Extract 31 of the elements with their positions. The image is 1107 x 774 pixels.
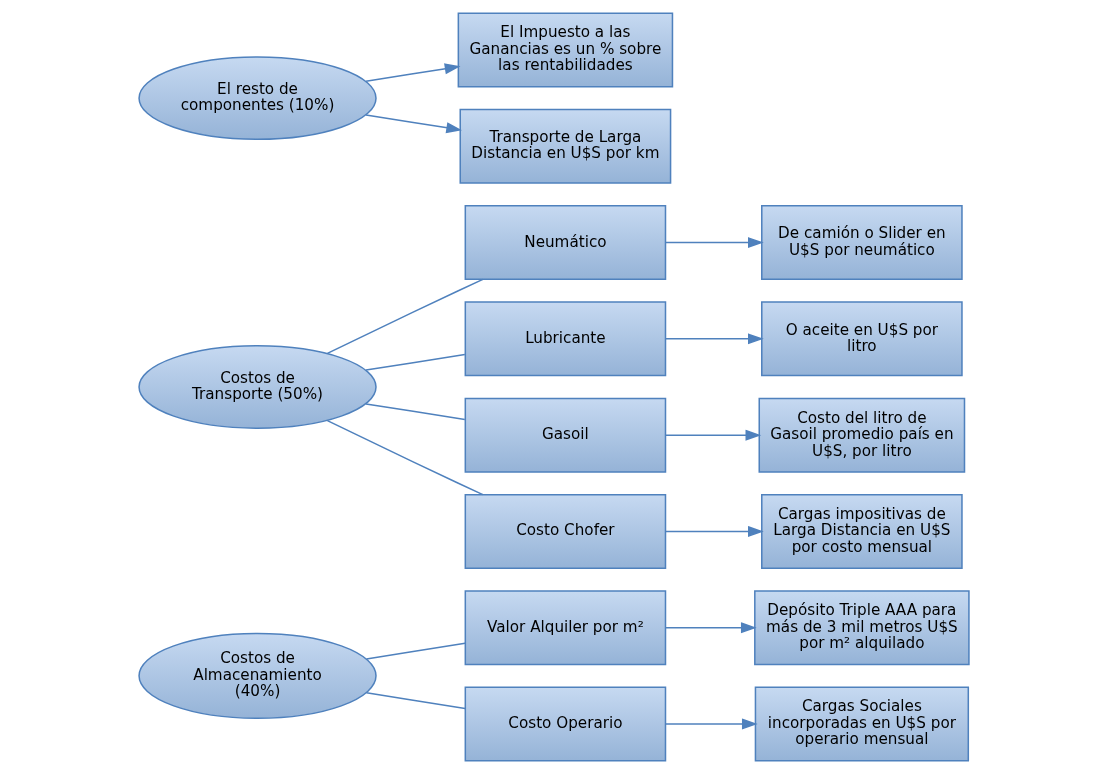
node-box: Neumático xyxy=(464,205,666,281)
node-box: Costo Chofer xyxy=(464,493,666,569)
node-box: Gasoil xyxy=(464,397,666,473)
arrow xyxy=(664,333,764,345)
connector xyxy=(326,278,483,355)
arrow xyxy=(664,429,761,441)
node-box: El Impuesto a las Ganancias es un % sobre las rentabilidades xyxy=(457,12,673,88)
node-box: Transporte de Larga Distancia en U$S por km xyxy=(459,108,671,184)
node-box: Costo Operario xyxy=(464,686,666,762)
arrow xyxy=(364,63,460,82)
arrow xyxy=(664,622,757,634)
node-ellipse: Costos de Transporte (50%) xyxy=(137,345,377,429)
arrow xyxy=(364,114,462,134)
node-box: Cargas impositivas de Larga Distancia en U$S por costo mensual xyxy=(760,493,963,569)
node-box: O aceite en U$S por litro xyxy=(760,301,963,377)
connector xyxy=(365,692,466,710)
node-box: Lubricante xyxy=(464,301,666,377)
arrow xyxy=(664,525,764,537)
connector xyxy=(326,419,483,496)
node-ellipse: El resto de componentes (10%) xyxy=(137,56,377,141)
connector xyxy=(364,353,466,371)
node-box: Costo del litro de Gasoil promedio país en U$S, por litro xyxy=(758,397,965,473)
arrow xyxy=(664,718,758,730)
connector xyxy=(365,642,466,660)
arrow xyxy=(664,237,764,249)
node-box: De camión o Slider en U$S por neumático xyxy=(760,205,963,281)
connector xyxy=(364,403,466,421)
node-box: Cargas Sociales incorporadas en U$S por operario mensual xyxy=(754,686,969,762)
node-box: Valor Alquiler por m² xyxy=(464,590,666,666)
node-ellipse: Costos de Almacenamiento (40%) xyxy=(137,632,377,720)
node-box: Depósito Triple AAA para más de 3 mil metros U$S por m² alquilado xyxy=(753,590,970,666)
